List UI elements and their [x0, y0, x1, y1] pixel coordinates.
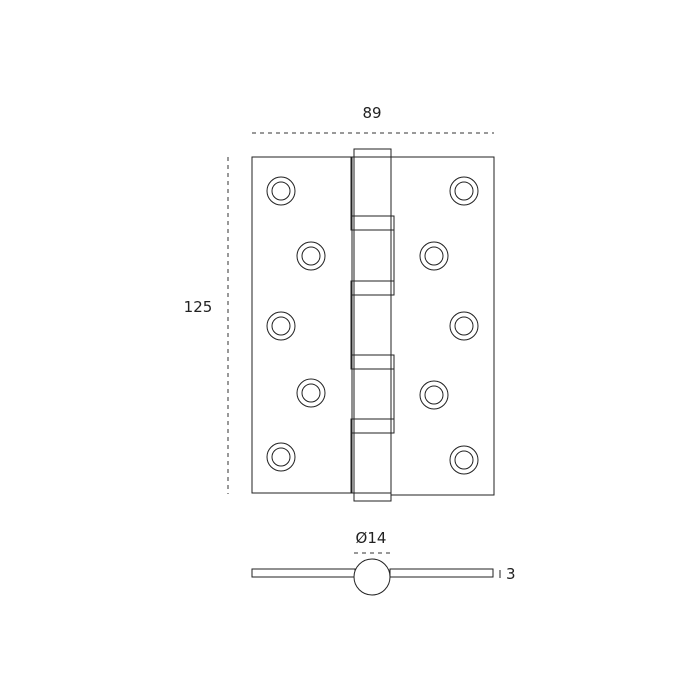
side-view: Ø14 3: [251, 529, 516, 596]
screw-hole: [449, 445, 479, 475]
screw-hole: [296, 378, 326, 408]
screw-hole: [419, 241, 449, 271]
knuckle-segment-5: [350, 418, 355, 494]
thickness-label: 3: [506, 565, 516, 583]
side-view-left-leaf: [251, 568, 356, 578]
width-label: 89: [362, 104, 381, 122]
width-dimension: 89: [252, 104, 494, 134]
screw-hole: [266, 176, 296, 206]
screw-hole: [419, 380, 449, 410]
diameter-label: Ø14: [356, 529, 387, 547]
height-dimension: 125: [184, 157, 229, 494]
right-screw-holes: [419, 176, 479, 475]
screw-hole: [266, 442, 296, 472]
barrel-outline: [353, 148, 392, 502]
screw-hole: [296, 241, 326, 271]
screw-hole: [449, 176, 479, 206]
right-hinge-leaf: [390, 156, 495, 496]
screw-hole: [266, 311, 296, 341]
side-view-knuckle: [353, 558, 391, 596]
height-label: 125: [184, 298, 213, 316]
screw-hole: [449, 311, 479, 341]
side-view-right-leaf: [389, 568, 494, 578]
left-screw-holes: [266, 176, 326, 472]
knuckle-barrel: [350, 148, 395, 502]
